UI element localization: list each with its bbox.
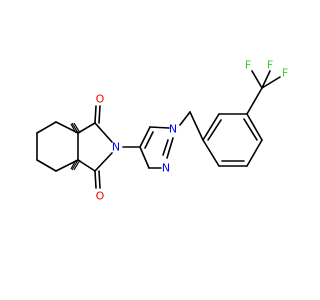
stereo-h-bottom [70,159,81,171]
bond-benzene-6b [207,119,222,141]
bond-c-o-top-a [94,105,97,124]
bond-benzene-3 [246,139,263,167]
bond-pyrazole-1b [144,131,154,149]
atom-n-pyrazole-1: N [169,123,177,136]
bond-benzene-4b [243,118,258,141]
bond-benzene-4 [246,113,263,141]
bond-c-o-bottom-a [94,170,97,189]
bond-cyclohexane-3 [36,159,57,172]
atom-f-2: F [282,67,288,80]
bond-ring-c-top [77,122,96,134]
bond-ch2-ar [189,111,204,141]
molecule-diagram: O O N N N F F F [36,59,289,203]
bond-pyrazole-1 [139,126,151,148]
bond-c-n-bottom [94,152,113,172]
bond-cyclohexane-1 [36,121,57,134]
bond-benzene-1 [202,139,220,167]
atom-f-3: F [267,59,273,72]
bond-c-o-top-b [98,105,101,124]
stereo-hydrogens [70,122,81,171]
bond-pyrazole-5 [139,146,150,169]
bond-ring-c-bottom [77,159,96,172]
stereo-h-top [70,122,81,134]
atom-o-top: O [96,93,105,106]
bond-c-o-bottom-b [98,170,101,189]
bond-pyrazole-3b [162,139,169,156]
bond-benzene-6 [202,113,220,141]
atom-n-imide: N [112,141,120,154]
bond-pyrazole-3 [166,137,174,159]
bond-pyrazole-2 [149,126,170,129]
atom-o-bottom: O [96,190,105,203]
bond-c-n-top [94,122,113,143]
atom-labels: O O N N N F F F [96,59,289,203]
bond-c-f1 [251,70,263,89]
bond-c-f3 [261,70,271,89]
atom-n-pyrazole-2: N [162,162,170,175]
atom-f-1: F [245,59,251,72]
bond-ar-cf3 [246,87,263,115]
bond-c-f2 [261,76,281,89]
bond-n-ch2 [179,111,191,126]
